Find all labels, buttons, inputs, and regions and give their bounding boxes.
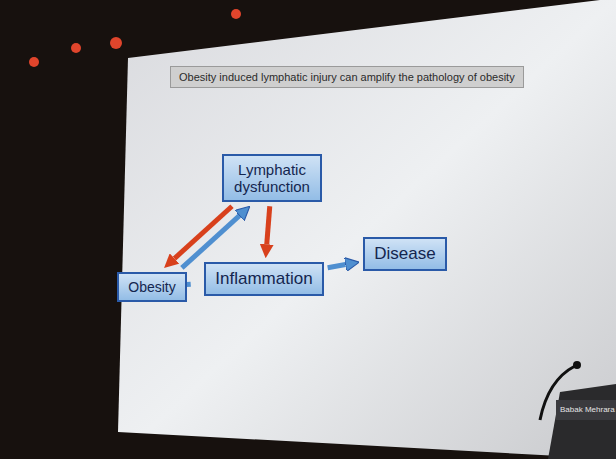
concept-box: Inflammation [204,262,323,296]
box-text: Lymphatic dysfunction [233,161,311,196]
box-text: Disease [374,244,435,264]
arrow-connector [182,216,240,268]
stage-lights [29,9,241,67]
slide-title: Obesity induced lymphatic injury can amp… [170,66,524,88]
concept-box: Obesity [117,272,186,302]
projection-screen [118,0,616,459]
box-text: Obesity [128,279,175,295]
concept-box: Lymphatic dysfunction [222,154,322,203]
speaker-name: Babak Mehrara [560,405,615,414]
podium [548,384,616,459]
microphone-head [573,361,581,369]
box-text: Inflammation [215,269,312,289]
arrow-connector [186,282,190,287]
name-plate [556,400,616,420]
arrow-connector [267,206,270,244]
arrow-connector [328,265,346,268]
concept-box: Disease [363,237,446,271]
